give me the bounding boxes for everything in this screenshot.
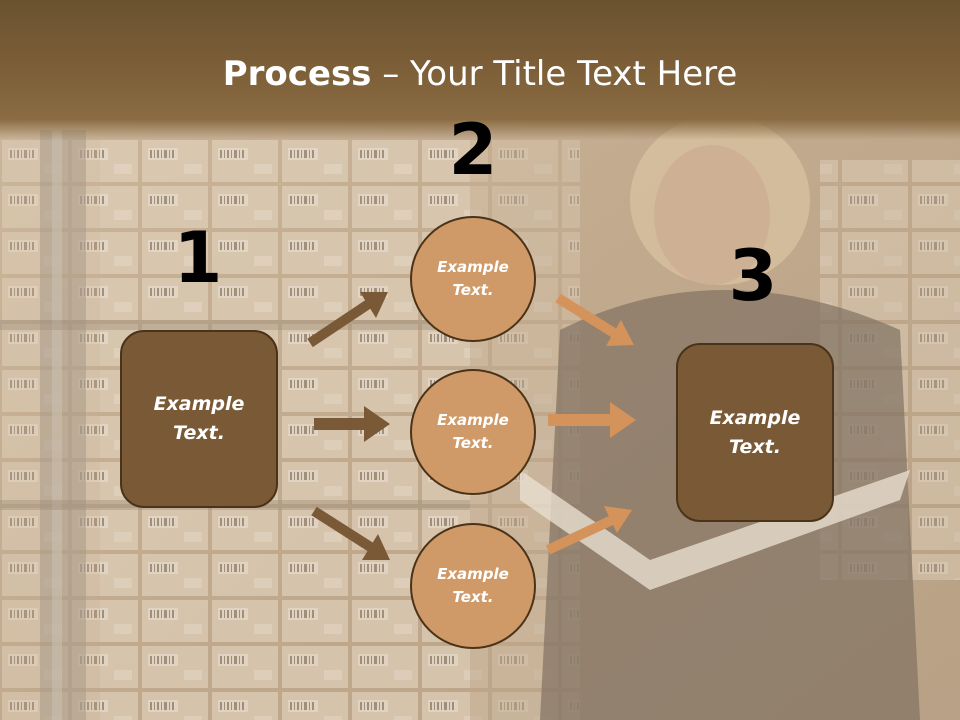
title-rest: – Your Title Text Here — [371, 54, 738, 94]
right-box-line2: Text. — [729, 435, 781, 458]
slide-title: Process – Your Title Text Here — [0, 50, 960, 98]
header-band — [0, 0, 960, 140]
title-bold: Process — [222, 54, 372, 94]
circle-bottom-line2: Text. — [452, 588, 494, 606]
left-process-box: Example Text. — [120, 330, 278, 508]
circle-top-line2: Text. — [452, 281, 494, 299]
step-number-3: 3 — [728, 235, 778, 317]
left-box-line2: Text. — [173, 422, 225, 444]
circle-bottom-line1: Example — [437, 565, 509, 583]
step-number-1: 1 — [173, 217, 223, 299]
right-process-box: Example Text. — [676, 343, 834, 522]
process-circle-top: Example Text. — [410, 216, 536, 342]
right-box-line1: Example — [709, 406, 801, 429]
circle-middle-line2: Text. — [452, 434, 494, 452]
process-circle-middle: Example Text. — [410, 369, 536, 495]
circle-middle-line1: Example — [437, 411, 509, 429]
left-box-line1: Example — [153, 393, 245, 415]
circle-top-line1: Example — [437, 258, 509, 276]
process-circle-bottom: Example Text. — [410, 523, 536, 649]
step-number-2: 2 — [448, 109, 498, 191]
